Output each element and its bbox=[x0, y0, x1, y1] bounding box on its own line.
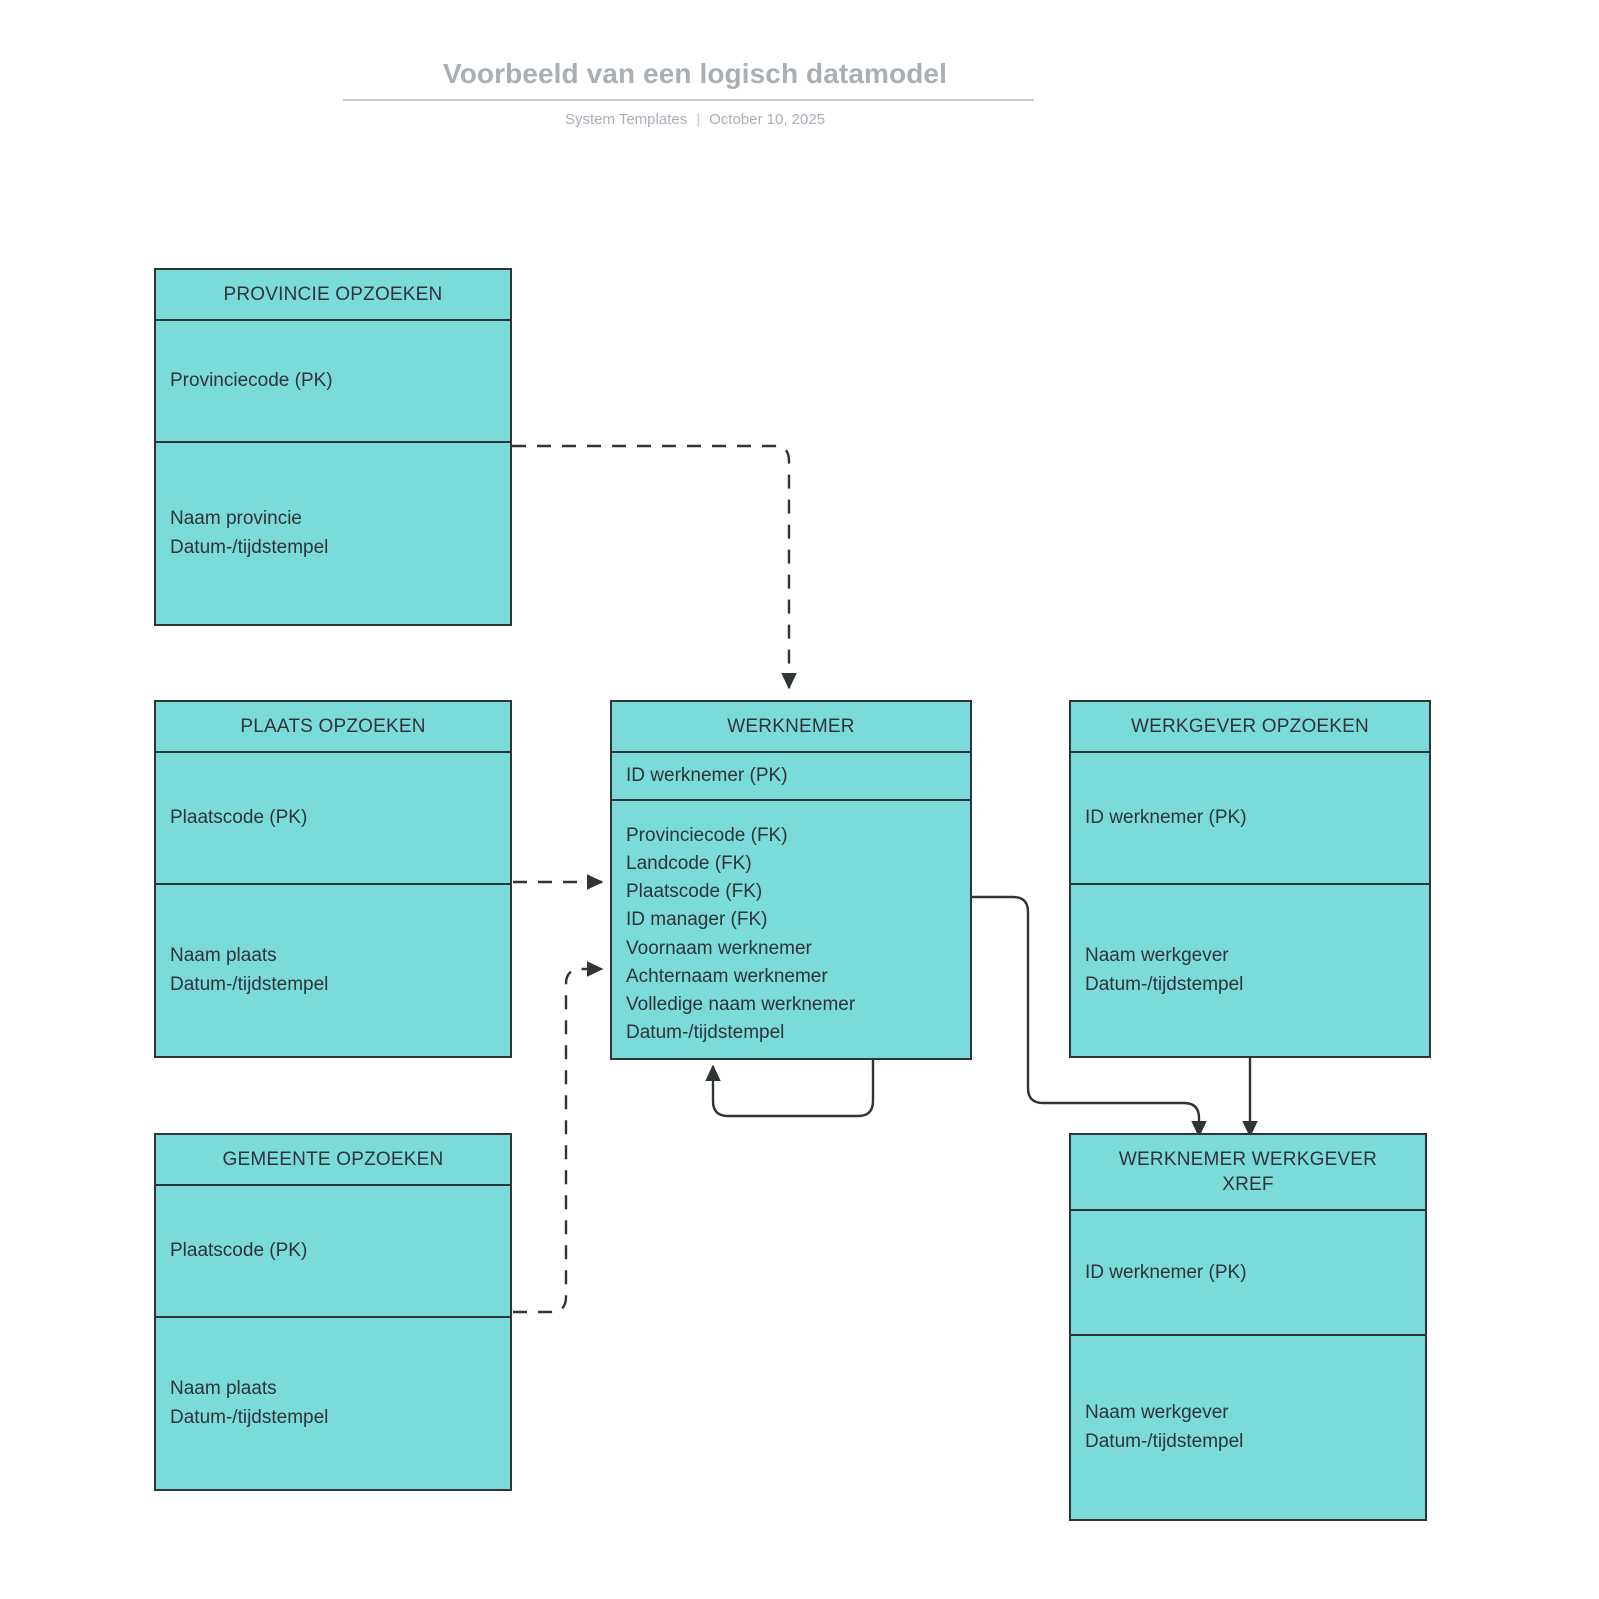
attribute-row: ID werknemer (PK) bbox=[1085, 1261, 1247, 1283]
entity-werkgever-opzoeken[interactable]: WERKGEVER OPZOEKEN ID werknemer (PK) Naa… bbox=[1069, 700, 1431, 1058]
subtitle-separator: | bbox=[696, 111, 701, 128]
attribute-row: Plaatscode (PK) bbox=[170, 1240, 308, 1262]
attribute-row: Datum-/tijdstempel bbox=[1085, 1430, 1244, 1452]
attribute-row: Naam plaats bbox=[170, 945, 277, 967]
subtitle-date: October 10, 2025 bbox=[709, 111, 826, 128]
attribute-row: Naam provincie bbox=[170, 508, 302, 530]
attribute-row: Naam werkgever bbox=[1085, 945, 1229, 967]
entity-werknemer[interactable]: WERKNEMER ID werknemer (PK) Provinciecod… bbox=[610, 700, 972, 1060]
entity-attribute-section: Naam plaats Datum-/tijdstempel bbox=[156, 1316, 510, 1489]
entity-provincie-opzoeken[interactable]: PROVINCIE OPZOEKEN Provinciecode (PK) Na… bbox=[154, 268, 512, 626]
attribute-row: Datum-/tijdstempel bbox=[170, 973, 329, 995]
entity-key-section: ID werknemer (PK) bbox=[612, 751, 970, 799]
entity-werknemer-werkgever-xref[interactable]: WERKNEMER WERKGEVER XREF ID werknemer (P… bbox=[1069, 1133, 1427, 1521]
attribute-row: ID werknemer (PK) bbox=[1085, 807, 1247, 829]
entity-attribute-section: Provinciecode (FK) Landcode (FK) Plaatsc… bbox=[612, 799, 970, 1058]
entity-title: PROVINCIE OPZOEKEN bbox=[223, 284, 443, 305]
attribute-row: Datum-/tijdstempel bbox=[170, 536, 329, 558]
entity-attribute-section: Naam provincie Datum-/tijdstempel bbox=[156, 441, 510, 624]
attribute-row: Datum-/tijdstempel bbox=[170, 1406, 329, 1428]
page-title: Voorbeeld van een logisch datamodel bbox=[443, 58, 947, 89]
entity-key-section: Provinciecode (PK) bbox=[156, 319, 510, 441]
entity-key-section: Plaatscode (PK) bbox=[156, 751, 510, 883]
attribute-row: ID manager (FK) bbox=[626, 909, 768, 931]
connector-werknemer-self-manager bbox=[705, 1060, 875, 1118]
attribute-row: Datum-/tijdstempel bbox=[626, 1021, 785, 1043]
entity-gemeente-opzoeken[interactable]: GEMEENTE OPZOEKEN Plaatscode (PK) Naam p… bbox=[154, 1133, 512, 1491]
connector-gemeente-to-werknemer bbox=[513, 961, 604, 1314]
attribute-row: Voornaam werknemer bbox=[626, 937, 812, 959]
entity-attribute-section: Naam werkgever Datum-/tijdstempel bbox=[1071, 883, 1429, 1056]
attribute-row: Plaatscode (FK) bbox=[626, 881, 763, 903]
entity-title: GEMEENTE OPZOEKEN bbox=[222, 1149, 444, 1170]
attribute-row: Provinciecode (PK) bbox=[170, 370, 333, 392]
document-subtitle: System Templates | October 10, 2025 bbox=[0, 111, 1390, 128]
entity-attribute-section: Naam werkgever Datum-/tijdstempel bbox=[1071, 1334, 1425, 1519]
entity-key-section: Plaatscode (PK) bbox=[156, 1184, 510, 1316]
attribute-row: Achternaam werknemer bbox=[626, 965, 828, 987]
entity-title: WERKGEVER OPZOEKEN bbox=[1131, 716, 1369, 737]
entity-key-section: ID werknemer (PK) bbox=[1071, 1209, 1425, 1334]
entity-plaats-opzoeken[interactable]: PLAATS OPZOEKEN Plaatscode (PK) Naam pla… bbox=[154, 700, 512, 1058]
entity-attribute-section: Naam plaats Datum-/tijdstempel bbox=[156, 883, 510, 1056]
attribute-row: Volledige naam werknemer bbox=[626, 993, 856, 1015]
attribute-row: Datum-/tijdstempel bbox=[1085, 973, 1244, 995]
entity-key-section: ID werknemer (PK) bbox=[1071, 751, 1429, 883]
title-divider bbox=[343, 99, 1034, 101]
attribute-row: Plaatscode (PK) bbox=[170, 807, 308, 829]
attribute-row: ID werknemer (PK) bbox=[626, 765, 788, 787]
attribute-row: Naam plaats bbox=[170, 1378, 277, 1400]
attribute-row: Naam werkgever bbox=[1085, 1402, 1229, 1424]
entity-title: WERKNEMER WERKGEVER XREF bbox=[1118, 1149, 1378, 1196]
connector-provincie-to-werknemer bbox=[512, 444, 797, 690]
entity-title: WERKNEMER bbox=[727, 716, 855, 737]
subtitle-source: System Templates bbox=[564, 111, 688, 128]
attribute-row: Provinciecode (FK) bbox=[626, 825, 788, 847]
entity-title: PLAATS OPZOEKEN bbox=[240, 716, 426, 737]
attribute-row: Landcode (FK) bbox=[626, 853, 752, 875]
